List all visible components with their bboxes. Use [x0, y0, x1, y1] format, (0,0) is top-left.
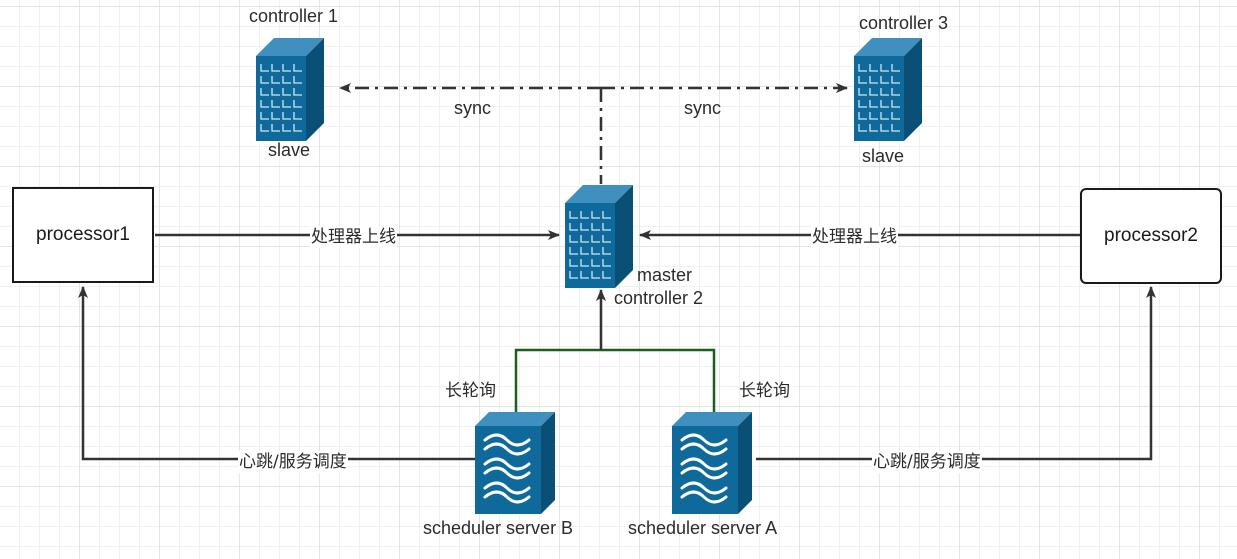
scheduler-a-label: scheduler server A [628, 518, 778, 538]
node-icons [256, 38, 922, 514]
controller3-title: controller 3 [859, 13, 949, 33]
scheduler-a-icon [672, 412, 752, 514]
processor-online-left-label: 处理器上线 [310, 226, 397, 248]
processor-online-right-label: 处理器上线 [811, 226, 898, 248]
scheduler-b-icon [475, 412, 555, 514]
controller2-title: controller 2 [614, 288, 704, 308]
heartbeat-left-connector [78, 286, 475, 461]
processor2-node: processor2 [1080, 188, 1222, 284]
controller3-server-icon [854, 38, 922, 141]
controller1-title: controller 1 [249, 6, 339, 26]
processor1-label: processor1 [36, 224, 130, 245]
controller1-role: slave [268, 140, 311, 160]
controller3-role: slave [862, 146, 905, 166]
heartbeat-right-connector [756, 286, 1156, 461]
long-poll-b-label: 长轮询 [445, 381, 496, 401]
heartbeat-right-label: 心跳/服务调度 [872, 451, 982, 473]
processor1-node: processor1 [12, 187, 154, 283]
long-poll-connector [514, 348, 716, 412]
long-poll-a-label: 长轮询 [739, 381, 790, 401]
scheduler-b-label: scheduler server B [423, 518, 574, 538]
sync-right-label: sync [684, 98, 722, 118]
sync-left-label: sync [454, 98, 492, 118]
controller1-server-icon [256, 38, 324, 141]
controller2-role: master [637, 265, 693, 285]
controller2-server-icon [565, 185, 633, 288]
heartbeat-left-label: 心跳/服务调度 [238, 451, 348, 473]
processor2-label: processor2 [1104, 225, 1198, 246]
